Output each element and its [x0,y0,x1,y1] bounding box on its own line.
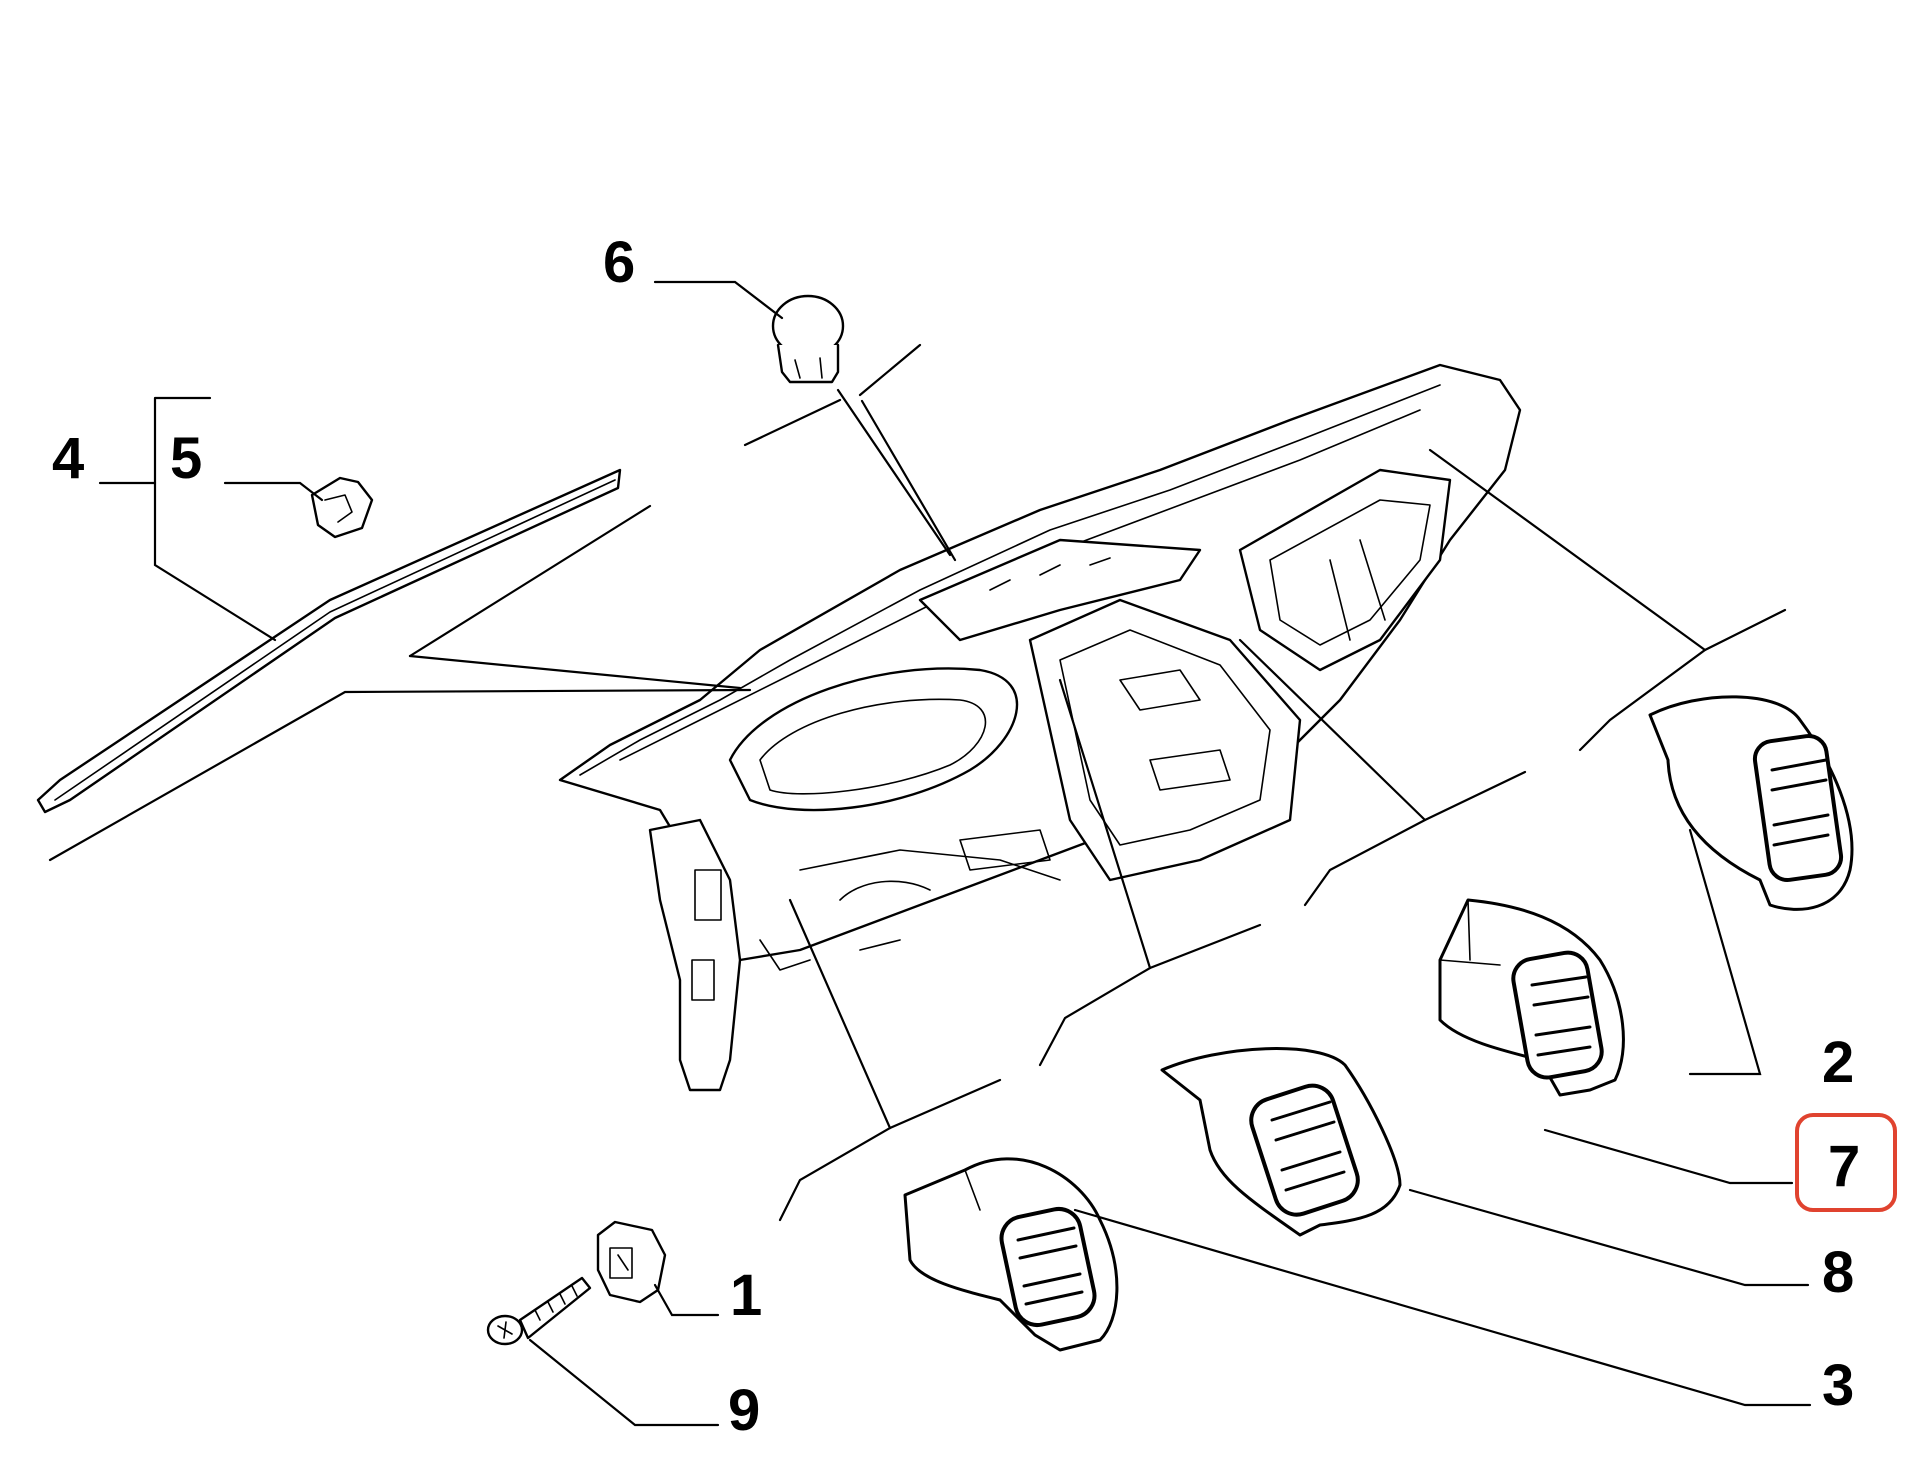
highlight-box [1795,1113,1897,1212]
callout-labels: 1 2 3 4 5 6 7 8 9 [52,230,1860,1443]
part-air-vent-7 [1438,898,1625,1097]
callout-7: 7 [1828,1134,1860,1199]
part-trim-strip [36,468,622,814]
leader-lines [48,280,1812,1427]
part-air-vent-3 [903,1157,1119,1352]
part-clip [310,476,374,539]
callout-5: 5 [170,426,202,491]
callout-6: 6 [603,230,635,295]
part-cap-plug [771,294,845,384]
callout-8: 8 [1822,1240,1854,1305]
dashboard-assembly [558,363,1522,1092]
callout-9: 9 [728,1378,760,1443]
part-screw [486,1276,592,1346]
callout-4: 4 [52,426,84,491]
part-air-vent-8 [1160,1047,1402,1237]
callout-3: 3 [1822,1353,1854,1418]
callout-1: 1 [730,1263,762,1328]
part-air-vent-2 [1648,695,1854,911]
part-clip-nut [596,1220,667,1304]
callout-2: 2 [1822,1030,1854,1095]
